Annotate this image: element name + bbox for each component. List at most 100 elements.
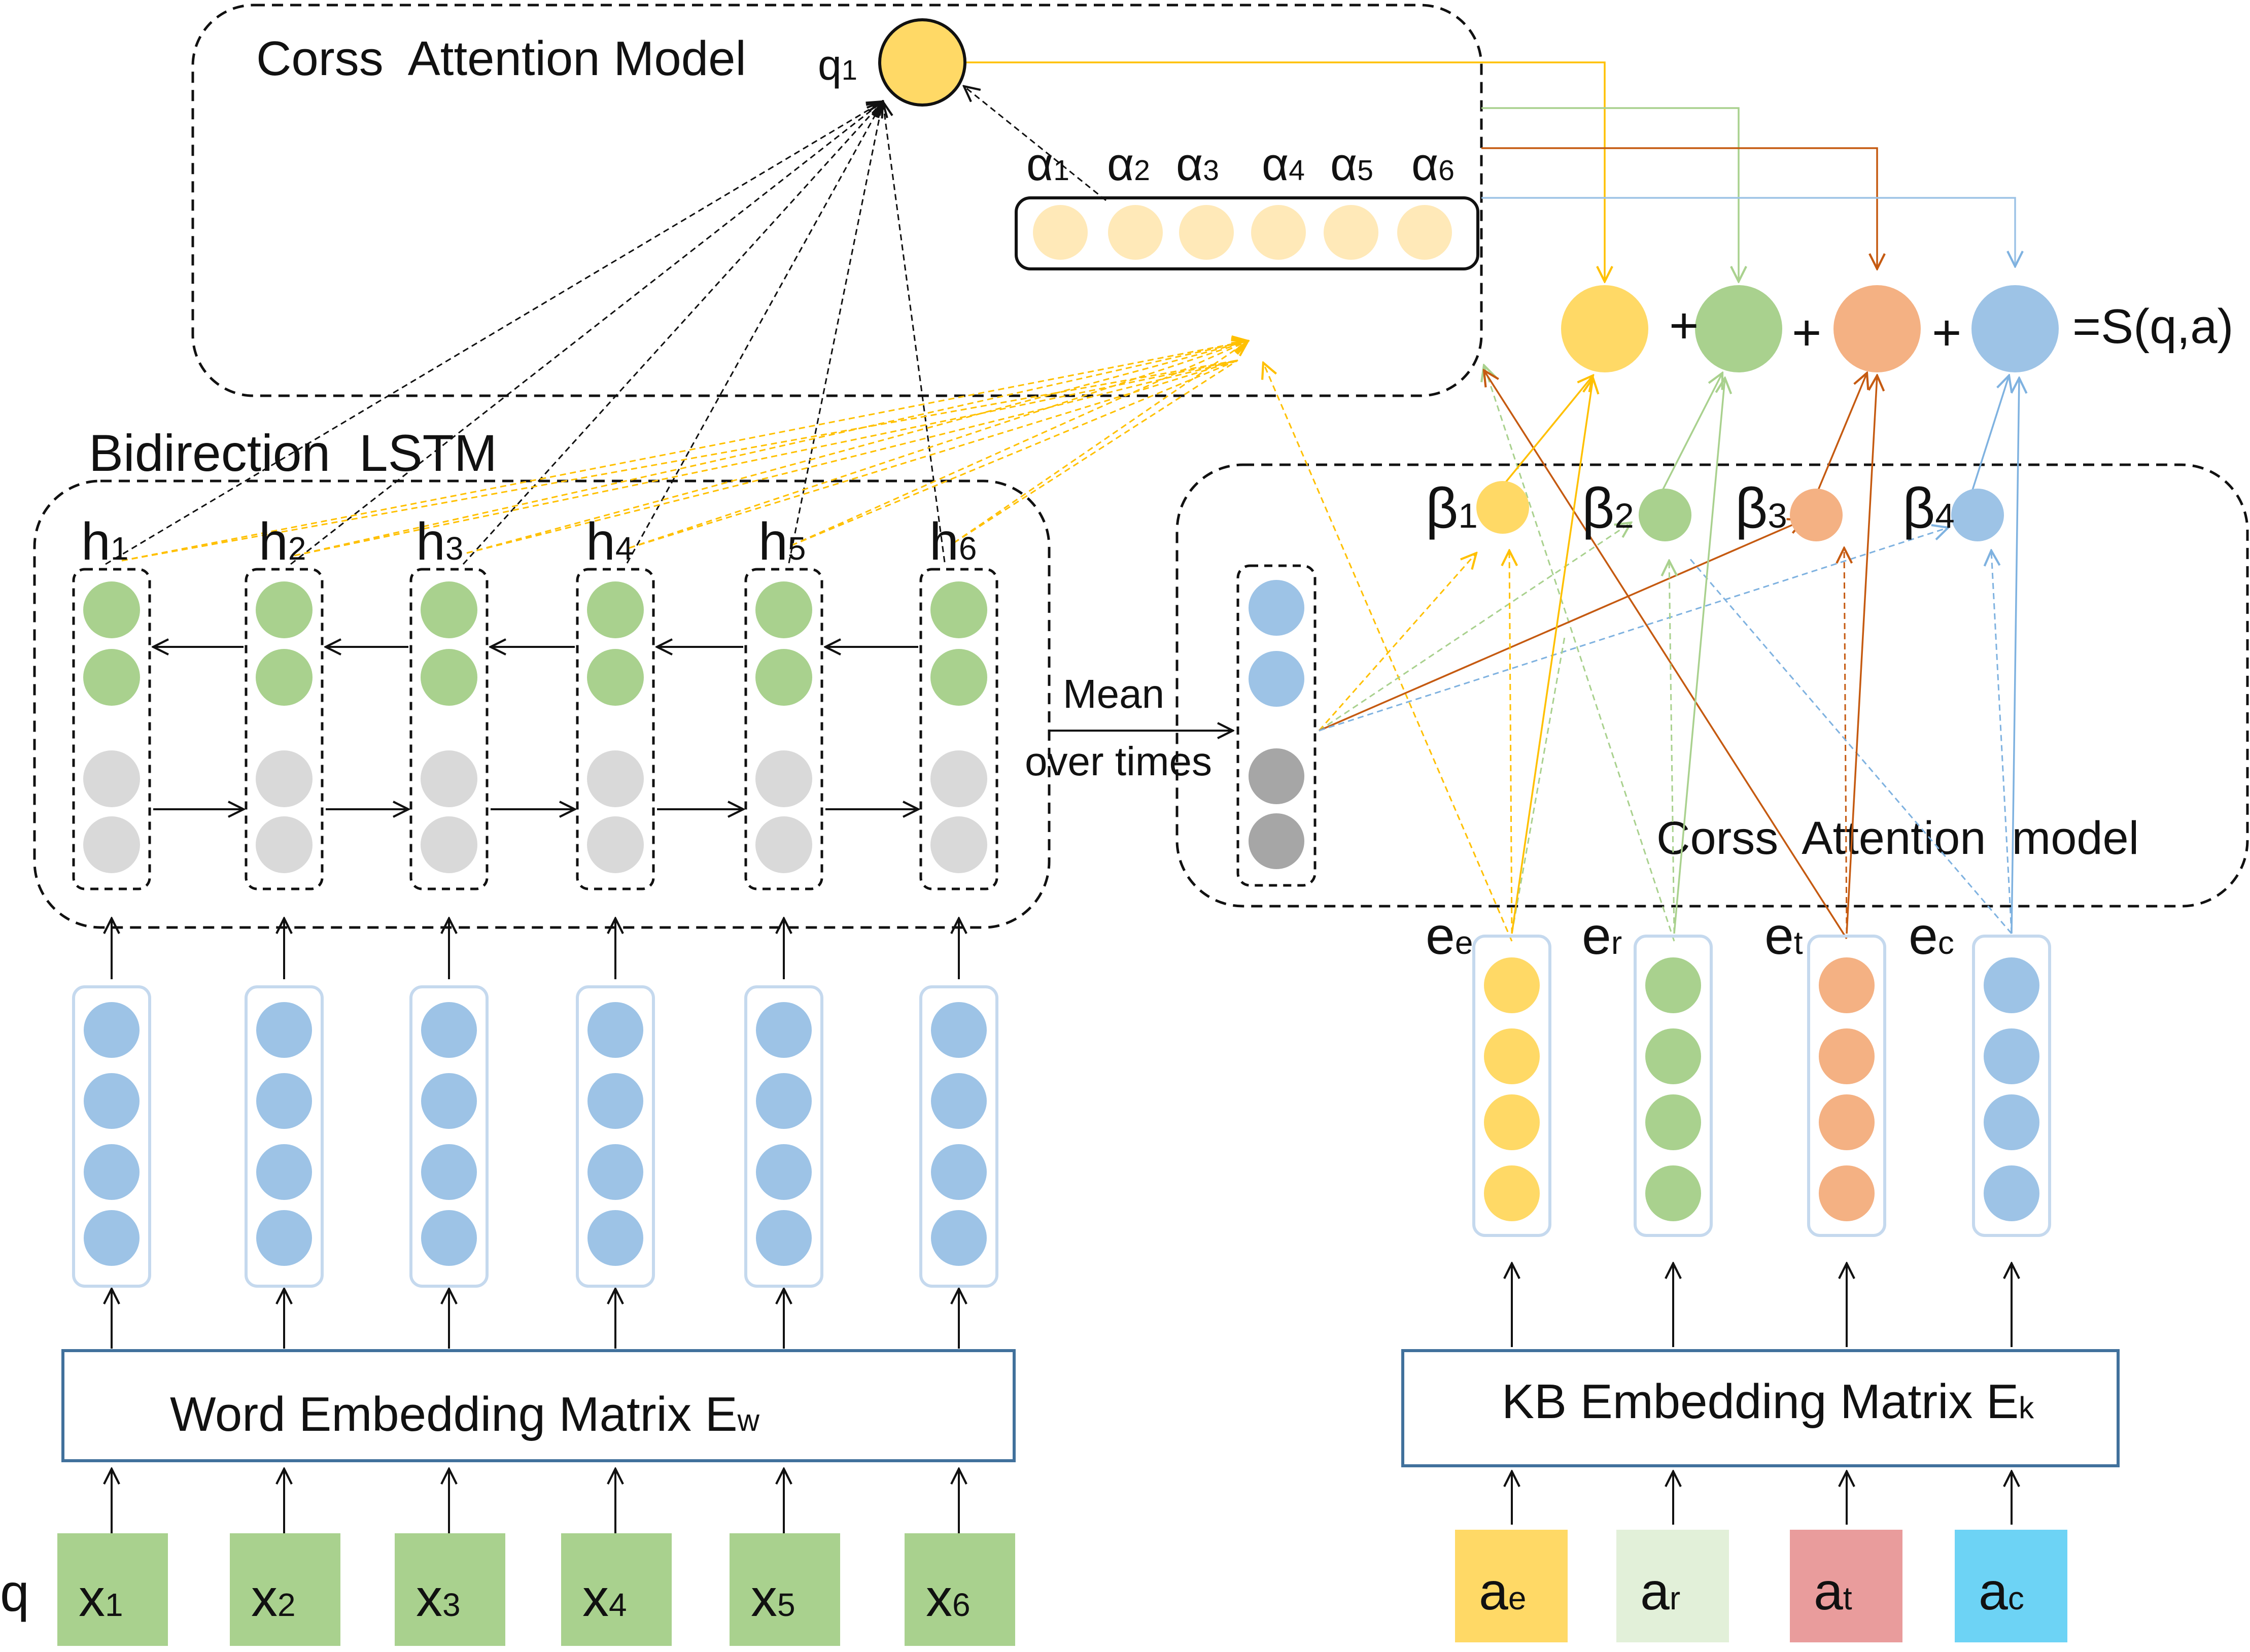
kb-vector-unit-2-3 — [1645, 1094, 1701, 1150]
word-input-label-2: x2 — [251, 1569, 296, 1628]
kb-vector-frame-2 — [1634, 935, 1713, 1237]
word-vector-unit-4-3 — [587, 1144, 643, 1200]
q1-attention-arrow-1 — [105, 101, 883, 565]
word-vector-frame-5 — [744, 985, 823, 1288]
word-embedding-box — [61, 1349, 1016, 1462]
alpha-cell-5 — [1324, 205, 1378, 260]
word-vector-frame-1 — [72, 985, 151, 1288]
word-vector-unit-1-2 — [84, 1073, 140, 1129]
word-input-label-1: x1 — [79, 1569, 123, 1628]
lstm-forward-unit-2-2 — [256, 816, 313, 873]
hidden-label-1: h1 — [81, 512, 128, 571]
word-vector-unit-2-1 — [256, 1002, 312, 1058]
lstm-backward-unit-5-2 — [755, 649, 812, 706]
word-vector-unit-2-4 — [256, 1210, 312, 1266]
mean-cell-3 — [1249, 748, 1304, 804]
mean-cell-2 — [1249, 651, 1304, 707]
ee-to-score — [1511, 378, 1593, 934]
q1-attention-arrow-3 — [462, 101, 883, 565]
kb-vector-label-3: et — [1764, 907, 1803, 966]
kb-input-box-4 — [1955, 1530, 2067, 1642]
lstm-forward-unit-1-1 — [83, 750, 140, 807]
kb-vector-frame-1 — [1472, 935, 1551, 1237]
kb-vector-unit-1-4 — [1484, 1165, 1540, 1221]
score-green-node — [1695, 285, 1782, 372]
word-vector-unit-2-2 — [256, 1073, 312, 1129]
q1-attention-arrow-5 — [788, 101, 883, 564]
lstm-forward-unit-1-2 — [83, 816, 140, 873]
beta1-to-score — [1501, 375, 1593, 488]
score-orange-node — [1833, 285, 1921, 372]
score-label: =S(q,a) — [2072, 299, 2233, 354]
kb-vector-label-1: ee — [1426, 907, 1473, 966]
word-input-box-1 — [57, 1533, 168, 1646]
yellow-fan-b-6 — [953, 359, 1238, 544]
kb-input-box-2 — [1616, 1530, 1729, 1642]
plus-sign-1: + — [1669, 297, 1699, 354]
lstm-forward-unit-6-1 — [930, 750, 987, 807]
lstm-forward-unit-4-1 — [587, 750, 644, 807]
word-input-label-4: x4 — [582, 1569, 627, 1628]
q1-attention-arrow-2 — [290, 101, 883, 565]
score-blue-node — [1971, 285, 2059, 372]
hidden-label-2: h2 — [259, 512, 306, 571]
mean-to-beta4 — [1319, 528, 1948, 732]
beta-label-4: β4 — [1902, 476, 1955, 540]
kb-vector-unit-1-2 — [1484, 1028, 1540, 1084]
lstm-cell-frame-4 — [576, 568, 655, 890]
mean-vector-frame — [1236, 564, 1317, 887]
mean-cell-1 — [1249, 580, 1304, 636]
yellow-fan-b-5 — [791, 359, 1238, 546]
connections-layer — [105, 61, 2019, 1542]
kb-vector-unit-4-2 — [1984, 1028, 2039, 1084]
word-input-label-6: x6 — [926, 1569, 971, 1628]
beta-label-1: β1 — [1426, 476, 1478, 540]
ee-cross-dash — [1511, 634, 1566, 934]
word-vector-unit-5-3 — [756, 1144, 812, 1200]
lstm-backward-unit-3-2 — [421, 649, 477, 706]
word-vector-unit-3-3 — [421, 1144, 477, 1200]
kb-vector-frame-4 — [1972, 935, 2051, 1237]
q1-attention-arrow-4 — [626, 101, 883, 564]
alpha-cell-3 — [1179, 205, 1234, 260]
alpha-cell-4 — [1251, 205, 1306, 260]
mean-to-beta3 — [1319, 520, 1804, 732]
word-input-box-4 — [561, 1533, 672, 1646]
er-to-score — [1673, 378, 1725, 934]
er-to-attention-arrow — [1484, 365, 1675, 942]
lstm-cell-frame-2 — [245, 568, 324, 890]
lstm-cell-frame-5 — [744, 568, 823, 890]
beta3-to-score — [1815, 373, 1867, 495]
word-vector-unit-5-2 — [756, 1073, 812, 1129]
yellow-fan-b-1 — [121, 359, 1238, 562]
q1-label: q1 — [818, 41, 857, 89]
mean-label-2: over times — [1025, 739, 1212, 784]
alpha-cell-2 — [1108, 205, 1163, 260]
top-attention-frame — [191, 4, 1483, 397]
kb-embedding-label: KB Embedding Matrix Ek — [1502, 1374, 2034, 1429]
kb-input-label-4: ac — [1979, 1562, 2024, 1621]
word-input-label-3: x3 — [416, 1569, 461, 1628]
word-vector-unit-4-1 — [587, 1002, 643, 1058]
kb-vector-unit-3-2 — [1819, 1028, 1875, 1084]
mean-to-beta2 — [1319, 523, 1631, 732]
lstm-forward-unit-3-1 — [421, 750, 477, 807]
lstm-forward-unit-2-1 — [256, 750, 313, 807]
kb-vector-label-4: ec — [1909, 907, 1954, 966]
lstm-backward-unit-2-2 — [256, 649, 313, 706]
lstm-backward-unit-4-2 — [587, 649, 644, 706]
kb-vector-unit-3-3 — [1819, 1094, 1875, 1150]
lstm-cell-frame-6 — [919, 568, 998, 890]
mean-label-1: Mean — [1063, 671, 1164, 716]
score-yellow-node — [1561, 285, 1648, 372]
alpha-cell-6 — [1397, 205, 1452, 260]
q1-to-score-green — [1481, 107, 1739, 282]
ec-to-score — [2012, 378, 2019, 934]
word-input-box-3 — [395, 1533, 505, 1646]
kb-vector-unit-1-1 — [1484, 957, 1540, 1013]
